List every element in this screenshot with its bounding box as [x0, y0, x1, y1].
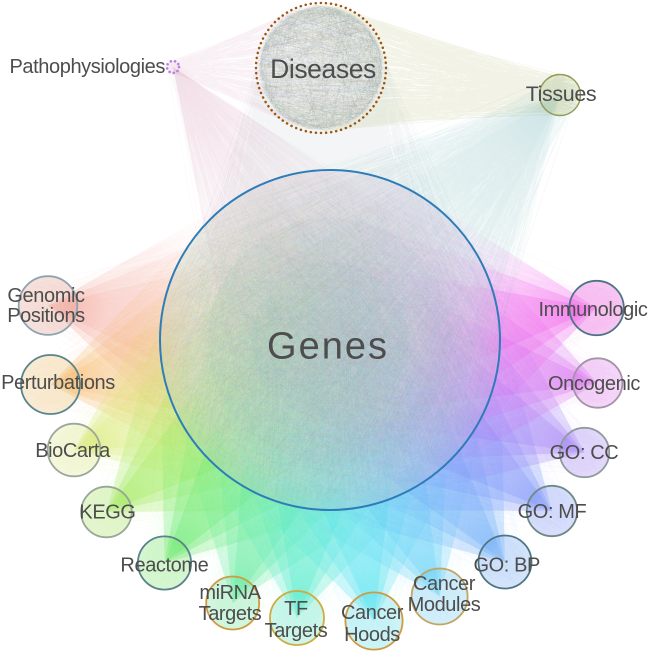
svg-text:Targets: Targets [265, 620, 328, 642]
svg-text:Genomic: Genomic [7, 285, 85, 307]
svg-text:GO: CC: GO: CC [550, 442, 619, 464]
svg-text:Oncogenic: Oncogenic [548, 373, 640, 395]
svg-text:TF: TF [284, 598, 308, 620]
svg-text:Reactome: Reactome [120, 554, 208, 576]
svg-text:Tissues: Tissues [526, 82, 596, 106]
svg-text:Pathophysiologies: Pathophysiologies [9, 56, 165, 78]
svg-text:Diseases: Diseases [270, 54, 376, 84]
svg-text:Targets: Targets [199, 603, 262, 625]
svg-text:GO: MF: GO: MF [518, 501, 587, 523]
svg-text:Modules: Modules [408, 594, 481, 616]
svg-text:BioCarta: BioCarta [35, 440, 111, 462]
svg-text:Cancer: Cancer [341, 602, 404, 624]
svg-text:KEGG: KEGG [79, 502, 135, 524]
svg-text:GO: BP: GO: BP [473, 555, 540, 577]
svg-text:miRNA: miRNA [199, 582, 261, 604]
svg-text:Genes: Genes [267, 326, 389, 368]
svg-text:Cancer: Cancer [413, 573, 476, 595]
svg-text:Hoods: Hoods [344, 624, 400, 646]
svg-text:Perturbations: Perturbations [1, 372, 115, 394]
svg-text:Positions: Positions [7, 305, 85, 327]
svg-text:Immunologic: Immunologic [539, 299, 648, 321]
